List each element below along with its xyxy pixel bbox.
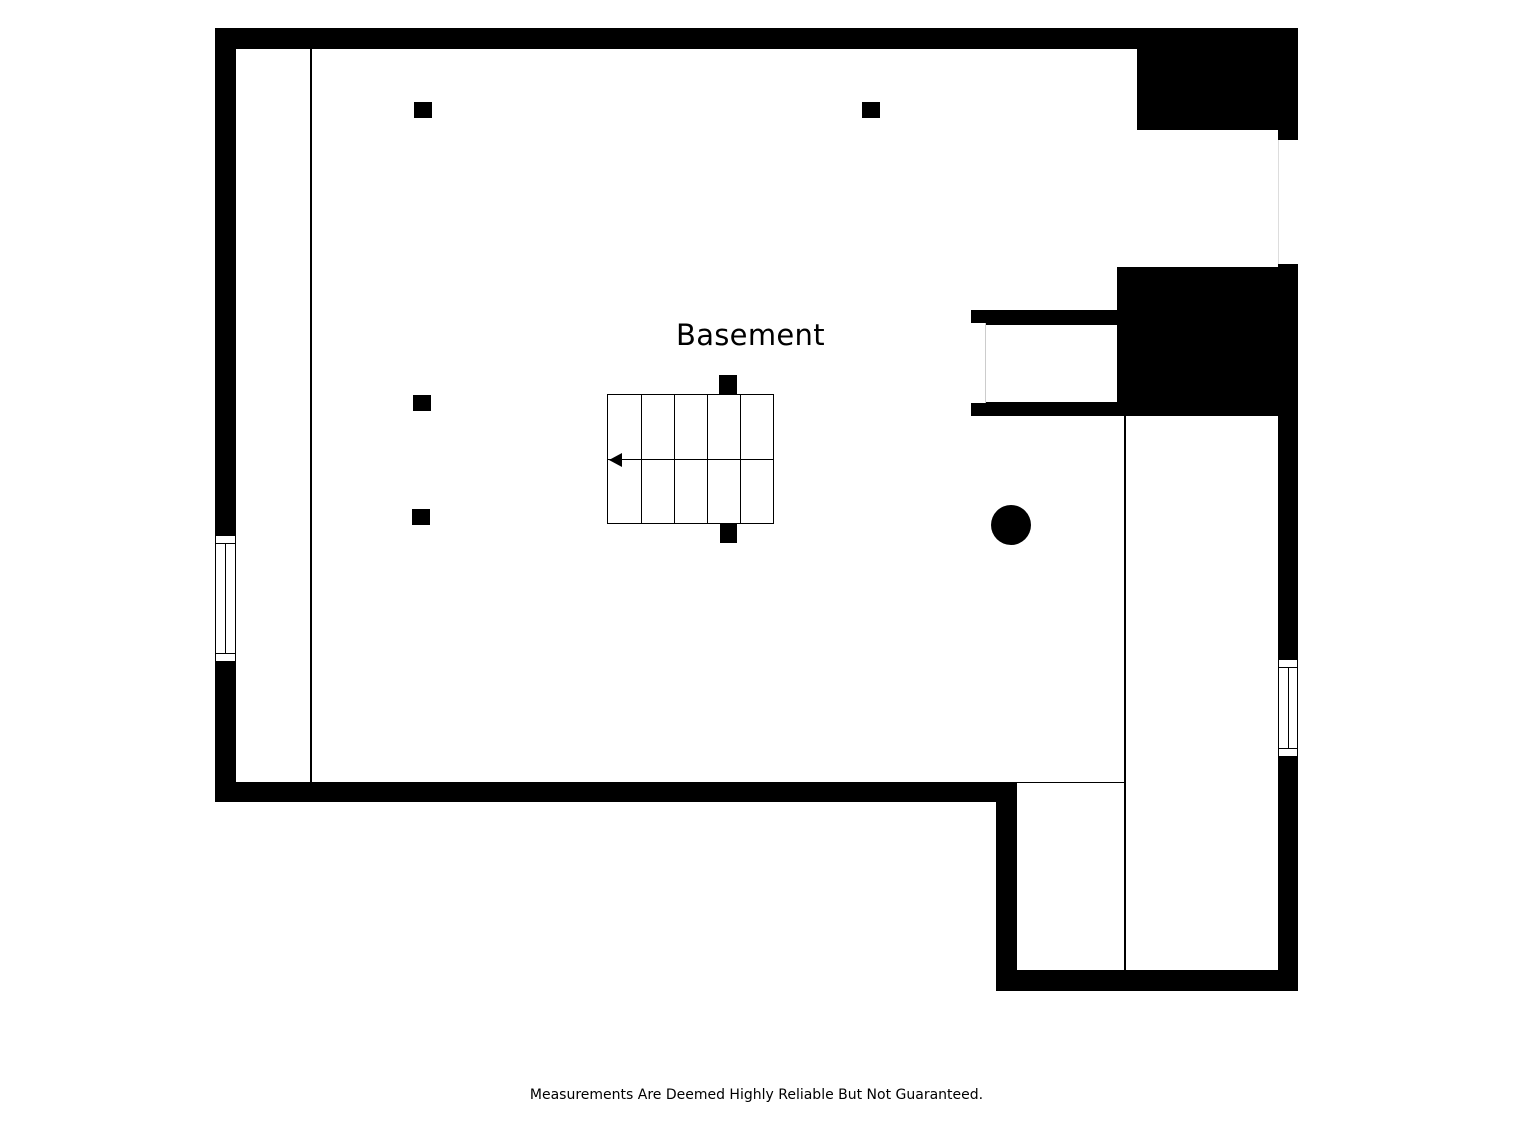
alcove-wall-top [971, 310, 1121, 325]
solid-block-mid-right [1117, 267, 1298, 416]
window-left [215, 535, 236, 662]
disclaimer-text: Measurements Are Deemed Highly Reliable … [529, 1087, 984, 1103]
solid-block-top-right [1137, 28, 1298, 130]
arrow-left-icon [609, 453, 622, 467]
doorway-right [1278, 140, 1299, 264]
support-post [862, 102, 880, 118]
support-post [719, 375, 737, 395]
wall-top [215, 28, 1298, 49]
wall-right-lower [1278, 757, 1298, 991]
window-left-mullion [225, 543, 226, 654]
wall-bottom-ell-left [996, 782, 1017, 991]
room-label-basement: Basement [676, 318, 825, 352]
support-post [414, 102, 432, 118]
partition-right-vertical [1124, 416, 1126, 970]
stair-direction-line [608, 459, 773, 460]
closet-top [1016, 782, 1126, 783]
wall-bottom-ell [996, 970, 1298, 991]
window-left-sill-bottom [216, 653, 235, 654]
alcove-wall-bottom [971, 402, 1121, 416]
wall-bottom-main [215, 782, 1016, 802]
staircase [607, 394, 774, 524]
support-post [412, 509, 430, 525]
wall-left-upper [215, 28, 236, 535]
support-post [720, 523, 737, 543]
round-column [991, 505, 1031, 545]
partition-left [310, 49, 312, 782]
alcove-opening [971, 323, 986, 403]
window-right [1278, 659, 1298, 757]
wall-left-lower [215, 662, 236, 802]
window-right-sill-bottom [1279, 748, 1297, 749]
window-right-mullion [1288, 667, 1289, 749]
support-post [413, 395, 431, 411]
